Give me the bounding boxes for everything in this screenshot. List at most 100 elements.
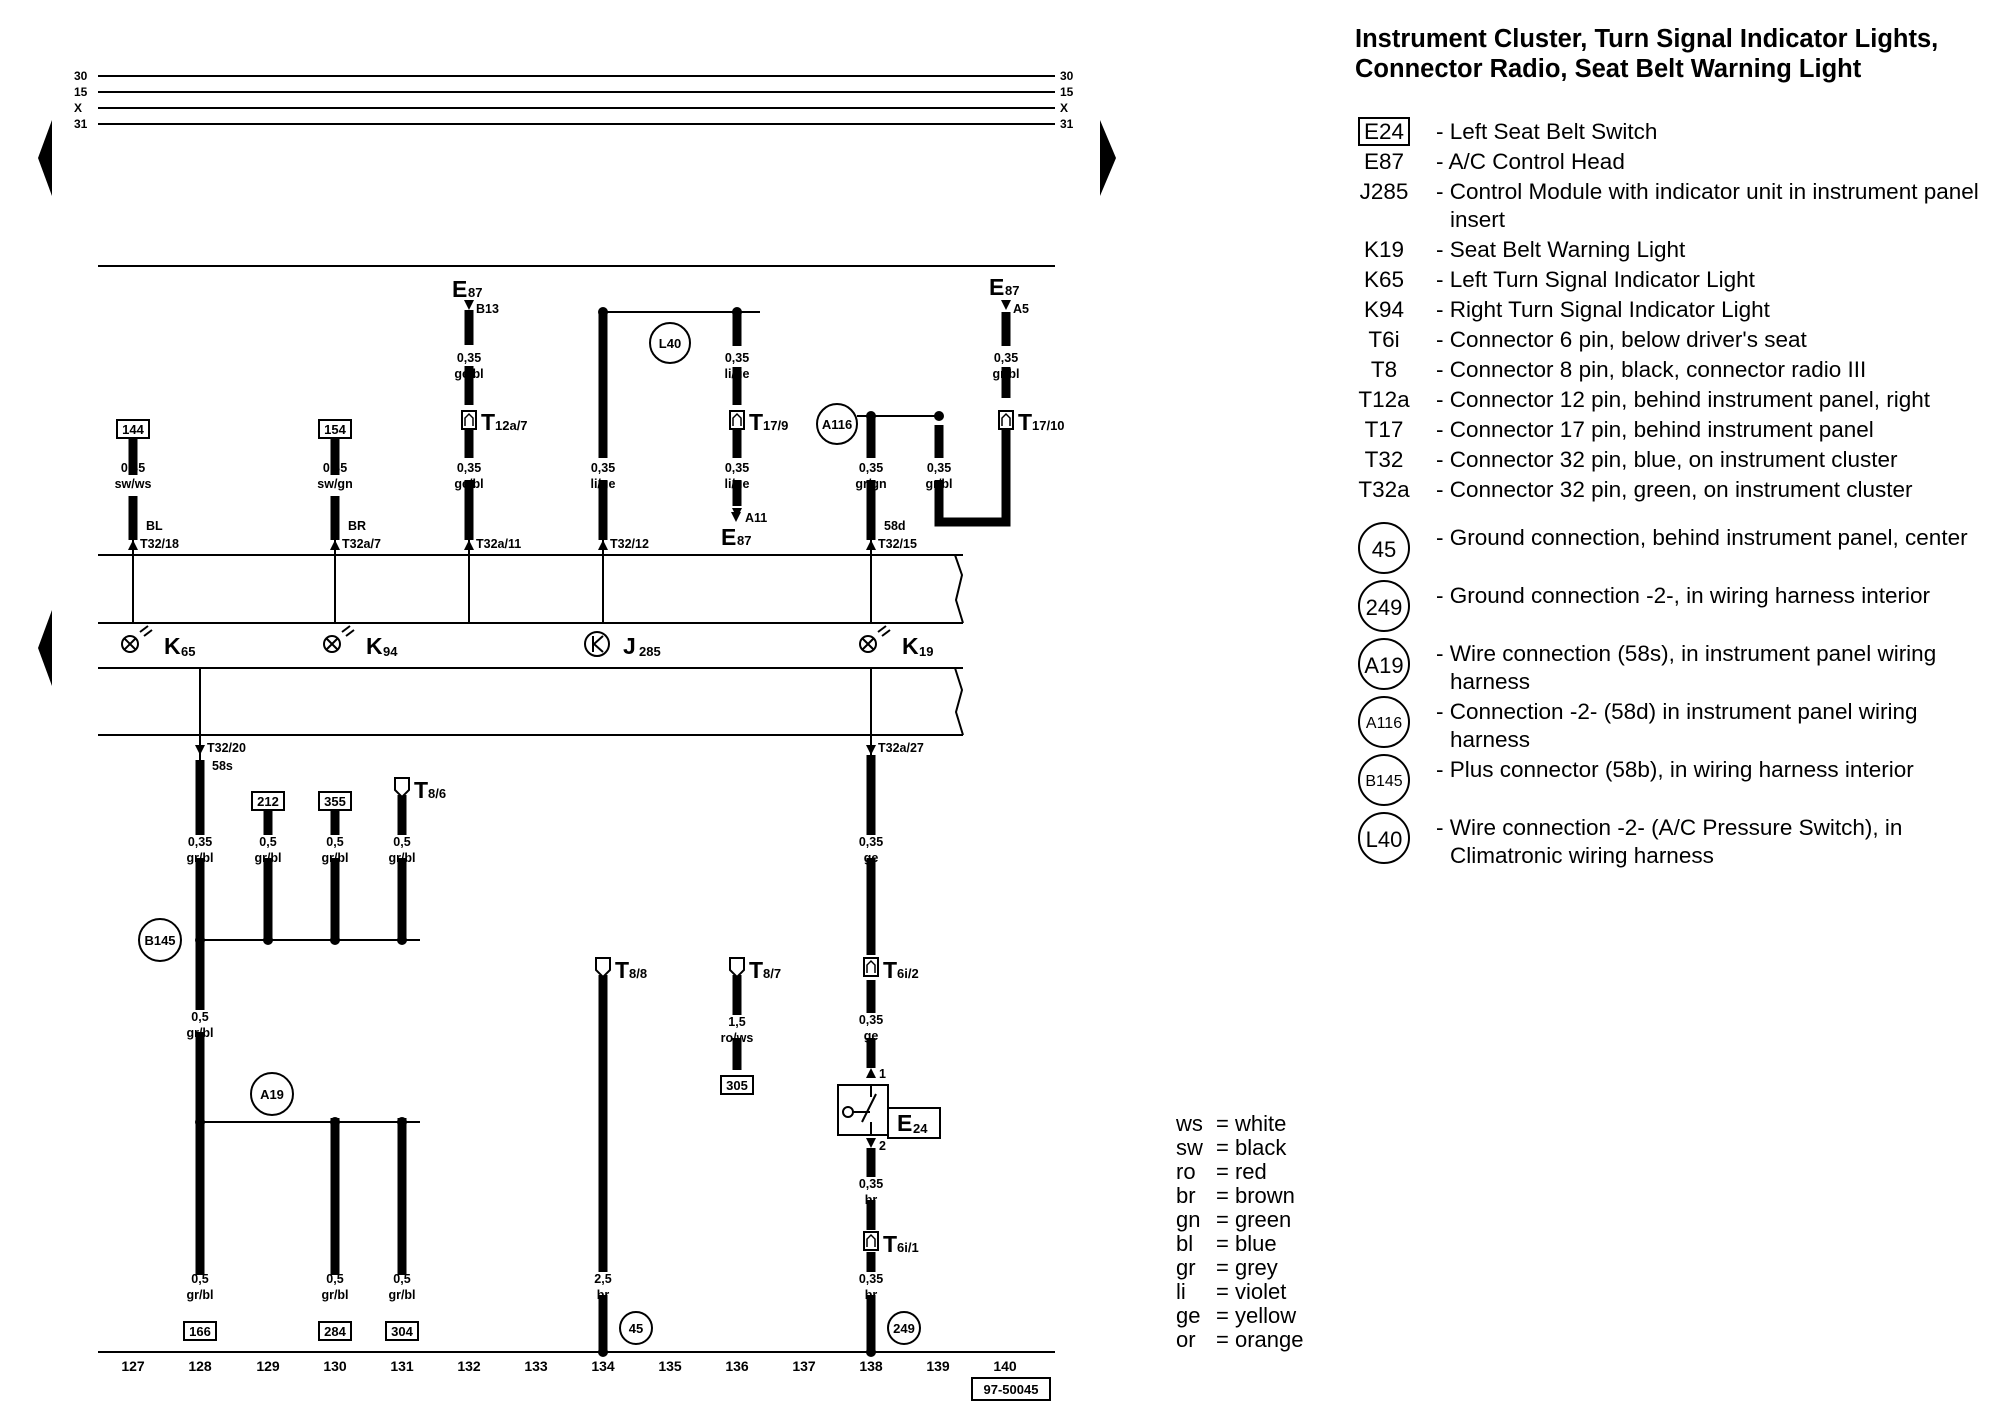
legend-desc: - Connector 17 pin, behind instrument pa… <box>1436 417 1874 442</box>
bus-label-x: X <box>74 101 82 115</box>
wire-color: ge <box>864 1029 879 1043</box>
ref-box-305: 305 <box>720 1075 754 1095</box>
component-label: E <box>721 524 736 550</box>
indicator-k19: K 19 <box>859 625 933 659</box>
legend-item-k65: K65- Left Turn Signal Indicator Light <box>1352 266 1992 294</box>
pin-label-t32a-11: T32a/11 <box>476 537 521 551</box>
color-name: black <box>1234 1135 1287 1160</box>
color-code: li <box>1176 1279 1186 1304</box>
wire-color: sw/ws <box>115 477 152 491</box>
bus-label-30-right: 30 <box>1060 69 1074 83</box>
legend-item-k19: K19- Seat Belt Warning Light <box>1352 236 1992 264</box>
connector-t12a-7: T 12a/7 <box>461 409 528 435</box>
switch-icon <box>842 1085 877 1135</box>
wire-size: 0,35 <box>725 351 749 365</box>
wire-size: 0,35 <box>859 1013 883 1027</box>
wire-size: 0,5 <box>326 1272 343 1286</box>
legend-code: 45 <box>1358 522 1410 574</box>
color-name: green <box>1234 1207 1292 1232</box>
legend-item-ground-45: 45- Ground connection, behind instrument… <box>1352 522 1992 580</box>
column-number: 137 <box>792 1358 816 1374</box>
pin-label-t32-18: T32/18 <box>140 537 179 551</box>
color-code: gn <box>1176 1207 1201 1232</box>
legend-code: 249 <box>1358 580 1410 632</box>
legend-code: A116 <box>1358 696 1410 748</box>
wire-color: gr/bl <box>388 851 415 865</box>
ref-box-166: 166 <box>183 1321 217 1341</box>
ref-box-284: 284 <box>318 1321 352 1341</box>
page-prev-arrow-lower <box>38 610 52 686</box>
junction-b145: B145 <box>138 918 182 962</box>
svg-text:B145: B145 <box>144 933 175 948</box>
bus-label-31: 31 <box>74 117 88 131</box>
ground-249: 249 <box>887 1311 921 1345</box>
component-label: J <box>623 633 636 659</box>
color-name: white <box>1234 1111 1287 1136</box>
column-number: 132 <box>457 1358 481 1374</box>
color-code: br <box>1176 1183 1196 1208</box>
wire-size: 0,35 <box>859 461 883 475</box>
wire-size: 0,5 <box>393 835 410 849</box>
bus-label-15: 15 <box>74 85 88 99</box>
pin-label-t32a-27: T32a/27 <box>878 741 924 755</box>
legend-desc: - Ground connection -2-, in wiring harne… <box>1436 583 1930 608</box>
column-number: 136 <box>725 1358 749 1374</box>
legend-code: T8 <box>1370 357 1398 382</box>
legend-item-t8: T8 - Connector 8 pin, black, connector ra… <box>1352 356 1992 384</box>
pin-arrows <box>128 300 1011 1148</box>
component-legend: E24- Left Seat Belt Switch E87- A/C Cont… <box>1352 117 1992 872</box>
legend-item-t6i: T6i- Connector 6 pin, below driver's sea… <box>1352 326 1992 354</box>
wire-size: 0,5 <box>259 835 276 849</box>
column-number: 131 <box>390 1358 414 1374</box>
module-icon <box>584 631 610 657</box>
connector-sub: 6i/1 <box>897 1240 919 1255</box>
legend-desc: - Left Seat Belt Switch <box>1436 119 1658 144</box>
svg-text:45: 45 <box>629 1321 643 1336</box>
junction-a19: A19 <box>250 1072 294 1116</box>
legend-item-l40: L40- Wire connection -2- (A/C Pressure S… <box>1352 812 1992 870</box>
lamp-icon <box>859 625 891 653</box>
legend-code: K94 <box>1363 297 1405 322</box>
connector-t8-7: T 8/7 <box>729 957 781 983</box>
legend-item-t12a: T12a- Connector 12 pin, behind instrumen… <box>1352 386 1992 414</box>
pin-label-58s: 58s <box>212 759 233 773</box>
switch-e24: E 24 <box>837 1084 941 1139</box>
connector-sub: 8/6 <box>428 786 446 801</box>
lamp-icon <box>121 625 153 653</box>
color-code: ro <box>1176 1159 1196 1184</box>
wire-color: gr/bl <box>321 851 348 865</box>
ref-box-212: 212 <box>251 791 285 811</box>
connector-sub: 12a/7 <box>495 418 528 433</box>
junction-a116: A116 <box>816 403 858 445</box>
legend-desc: - Connection -2- (58d) in instrument pan… <box>1436 699 1918 752</box>
legend-desc: - Wire connection (58s), in instrument p… <box>1436 641 1937 694</box>
wire-size: 0,35 <box>188 835 212 849</box>
legend-item-e87: E87- A/C Control Head <box>1352 148 1992 176</box>
connector-t6i-2: T 6i/2 <box>863 957 919 983</box>
color-key-row: li= violet <box>1176 1279 1287 1304</box>
column-number: 138 <box>859 1358 883 1374</box>
wire-size: 0,5 <box>326 835 343 849</box>
component-label: K <box>902 633 919 659</box>
wire-color: ro/ws <box>721 1031 754 1045</box>
connector-label: T <box>883 957 897 983</box>
pin-label-t32-12: T32/12 <box>610 537 649 551</box>
connector-sub: 17/10 <box>1032 418 1065 433</box>
color-key-row: or= orange <box>1176 1327 1304 1352</box>
legend-code: T32a <box>1358 477 1410 502</box>
legend-desc: - Connector 8 pin, black, connector radi… <box>1436 357 1867 382</box>
svg-text:97-50045: 97-50045 <box>984 1382 1039 1397</box>
ref-box-154: 154 <box>318 419 352 439</box>
column-number: 128 <box>188 1358 212 1374</box>
connector-sub: 8/8 <box>629 966 647 981</box>
legend-code: J285 <box>1359 179 1409 204</box>
component-sub: 87 <box>468 285 482 300</box>
legend-desc: - Connector 32 pin, green, on instrument… <box>1436 477 1913 502</box>
pin-label-2: 2 <box>879 1139 886 1153</box>
color-key-row: ge= yellow <box>1176 1303 1297 1328</box>
legend-item-e24: E24- Left Seat Belt Switch <box>1352 117 1992 146</box>
pin-label-t32a-7: T32a/7 <box>342 537 381 551</box>
wire-specs: 0,35 ge/bl 0,35 ge/bl 0,35 sw/ws 0,35 sw… <box>115 351 1020 1302</box>
column-number: 140 <box>993 1358 1017 1374</box>
wire-size: 0,35 <box>994 351 1018 365</box>
